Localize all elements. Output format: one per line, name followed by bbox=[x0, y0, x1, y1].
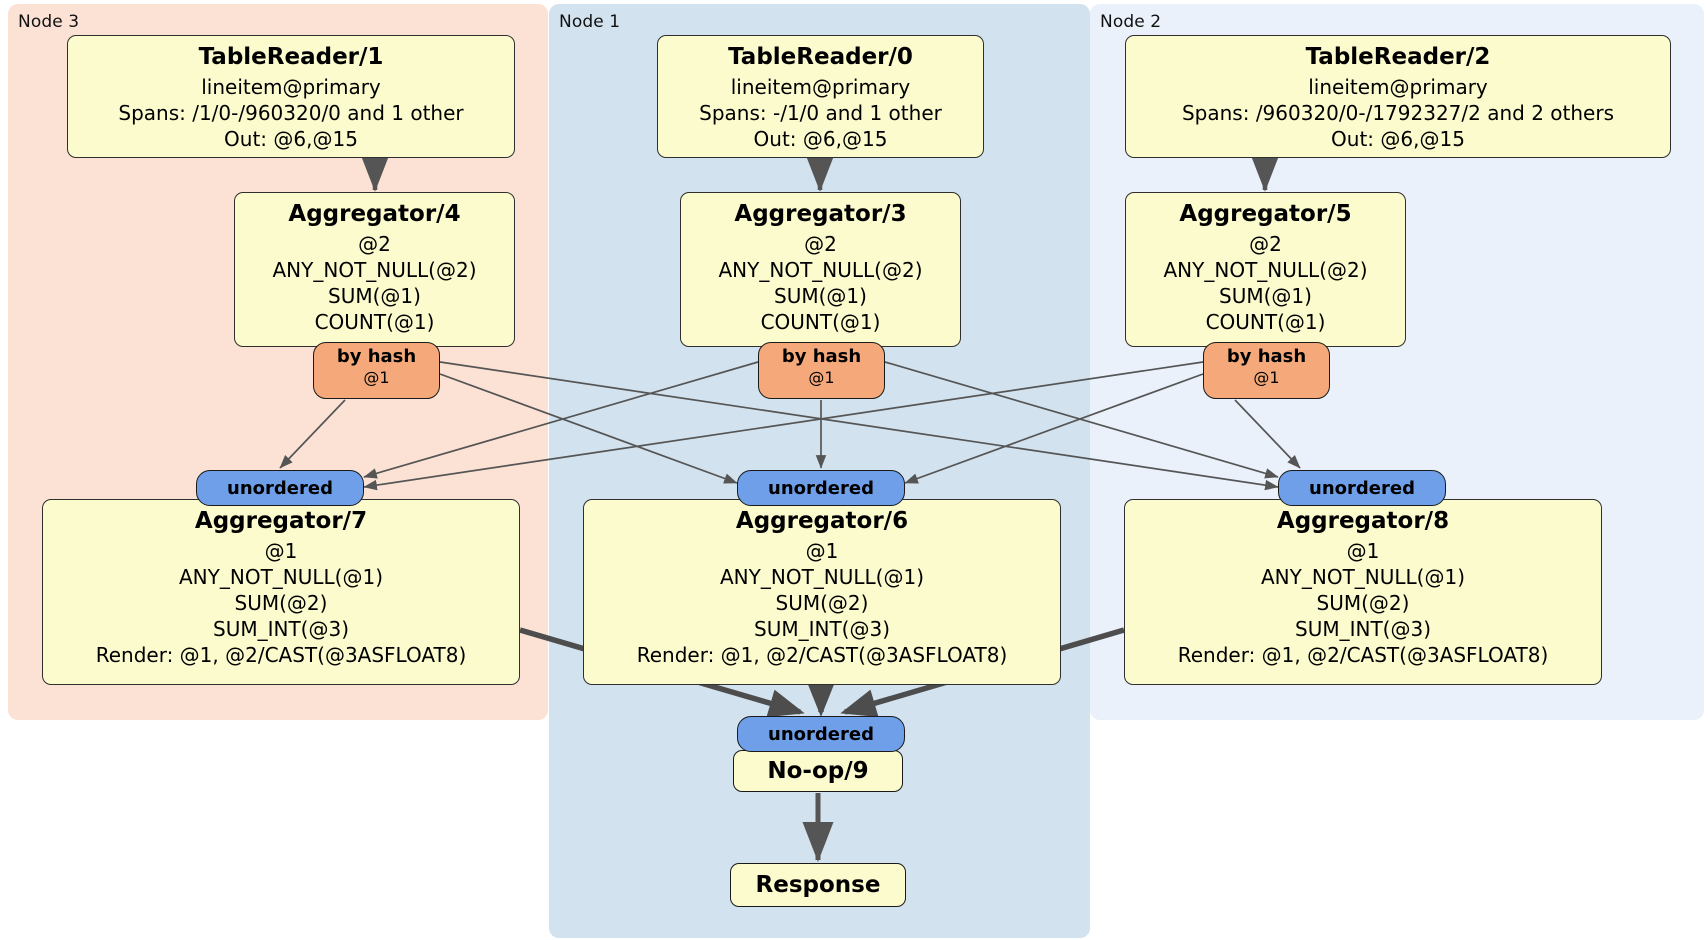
processor-detail-line: lineitem@primary bbox=[201, 74, 381, 99]
processor-detail-line: @2 bbox=[804, 231, 837, 256]
processor-detail-line: Render: @1, @2/CAST(@3ASFLOAT8) bbox=[1177, 642, 1549, 667]
node-panel-label: Node 1 bbox=[559, 12, 621, 32]
synchronizer-unordered-node1[interactable]: unordered bbox=[737, 470, 905, 506]
processor-detail-line: SUM(@1) bbox=[774, 283, 867, 308]
processor-detail-line: @1 bbox=[1346, 538, 1380, 563]
processor-title: No-op/9 bbox=[767, 758, 869, 784]
processor-detail-line: ANY_NOT_NULL(@2) bbox=[272, 257, 477, 282]
processor-title: Response bbox=[755, 872, 881, 898]
synchronizer-label: unordered bbox=[768, 723, 874, 745]
processor-detail-line: @1 bbox=[805, 538, 839, 563]
processor-detail-line: SUM_INT(@3) bbox=[213, 616, 349, 641]
router-column: @1 bbox=[808, 367, 835, 387]
processor-title: TableReader/1 bbox=[198, 44, 384, 70]
processor-detail-line: SUM(@1) bbox=[328, 283, 421, 308]
processor-title: Aggregator/8 bbox=[1276, 508, 1450, 534]
processor-response[interactable]: Response bbox=[730, 863, 906, 907]
node-panel-label: Node 2 bbox=[1100, 12, 1162, 32]
router-title: by hash bbox=[336, 346, 417, 367]
synchronizer-label: unordered bbox=[227, 477, 333, 499]
processor-detail-line: Out: @6,@15 bbox=[753, 126, 888, 151]
processor-detail-line: COUNT(@1) bbox=[760, 309, 881, 334]
processor-title: TableReader/2 bbox=[1305, 44, 1491, 70]
router-by-hash-node1[interactable]: by hash@1 bbox=[758, 342, 885, 399]
processor-title: Aggregator/4 bbox=[288, 201, 461, 227]
processor-detail-line: SUM_INT(@3) bbox=[1295, 616, 1431, 641]
router-column: @1 bbox=[1253, 367, 1280, 387]
processor-detail-line: SUM_INT(@3) bbox=[754, 616, 890, 641]
synchronizer-unordered-node3[interactable]: unordered bbox=[196, 470, 364, 506]
synchronizer-unordered-final[interactable]: unordered bbox=[737, 716, 905, 752]
processor-detail-line: SUM(@2) bbox=[775, 590, 869, 615]
processor-detail-line: Out: @6,@15 bbox=[224, 126, 358, 151]
processor-detail-line: @2 bbox=[358, 231, 391, 256]
processor-title: Aggregator/3 bbox=[734, 201, 907, 227]
processor-detail-line: SUM(@2) bbox=[234, 590, 328, 615]
processor-detail-line: @2 bbox=[1249, 231, 1282, 256]
processor-detail-line: Spans: /960320/0-/1792327/2 and 2 others bbox=[1181, 100, 1614, 125]
processor-detail-line: COUNT(@1) bbox=[314, 309, 435, 334]
router-by-hash-node2[interactable]: by hash@1 bbox=[1203, 342, 1330, 399]
processor-detail-line: Spans: /1/0-/960320/0 and 1 other bbox=[118, 100, 464, 125]
processor-detail-line: lineitem@primary bbox=[1308, 74, 1488, 99]
processor-detail-line: @1 bbox=[264, 538, 298, 563]
processor-detail-line: Spans: -/1/0 and 1 other bbox=[699, 100, 942, 125]
processor-noop9[interactable]: No-op/9 bbox=[733, 750, 903, 792]
processor-detail-line: ANY_NOT_NULL(@1) bbox=[1261, 564, 1465, 589]
node-panel-label: Node 3 bbox=[18, 12, 80, 32]
synchronizer-label: unordered bbox=[768, 477, 874, 499]
processor-detail-line: Render: @1, @2/CAST(@3ASFLOAT8) bbox=[95, 642, 467, 667]
processor-title: Aggregator/7 bbox=[194, 508, 368, 534]
router-title: by hash bbox=[781, 346, 862, 367]
processor-detail-line: ANY_NOT_NULL(@1) bbox=[179, 564, 383, 589]
synchronizer-label: unordered bbox=[1309, 477, 1415, 499]
processor-detail-line: SUM(@1) bbox=[1219, 283, 1312, 308]
processor-detail-line: SUM(@2) bbox=[1316, 590, 1410, 615]
synchronizer-unordered-node2[interactable]: unordered bbox=[1278, 470, 1446, 506]
processor-detail-line: COUNT(@1) bbox=[1205, 309, 1326, 334]
router-title: by hash bbox=[1226, 346, 1307, 367]
processor-detail-line: Out: @6,@15 bbox=[1331, 126, 1465, 151]
processor-detail-line: lineitem@primary bbox=[730, 74, 911, 99]
router-column: @1 bbox=[363, 367, 390, 387]
processor-title: Aggregator/6 bbox=[735, 508, 909, 534]
processor-title: Aggregator/5 bbox=[1179, 201, 1352, 227]
processor-title: TableReader/0 bbox=[728, 44, 913, 70]
router-by-hash-node3[interactable]: by hash@1 bbox=[313, 342, 440, 399]
processor-detail-line: ANY_NOT_NULL(@1) bbox=[720, 564, 924, 589]
processor-detail-line: Render: @1, @2/CAST(@3ASFLOAT8) bbox=[636, 642, 1008, 667]
processor-detail-line: ANY_NOT_NULL(@2) bbox=[718, 257, 923, 282]
processor-detail-line: ANY_NOT_NULL(@2) bbox=[1163, 257, 1368, 282]
